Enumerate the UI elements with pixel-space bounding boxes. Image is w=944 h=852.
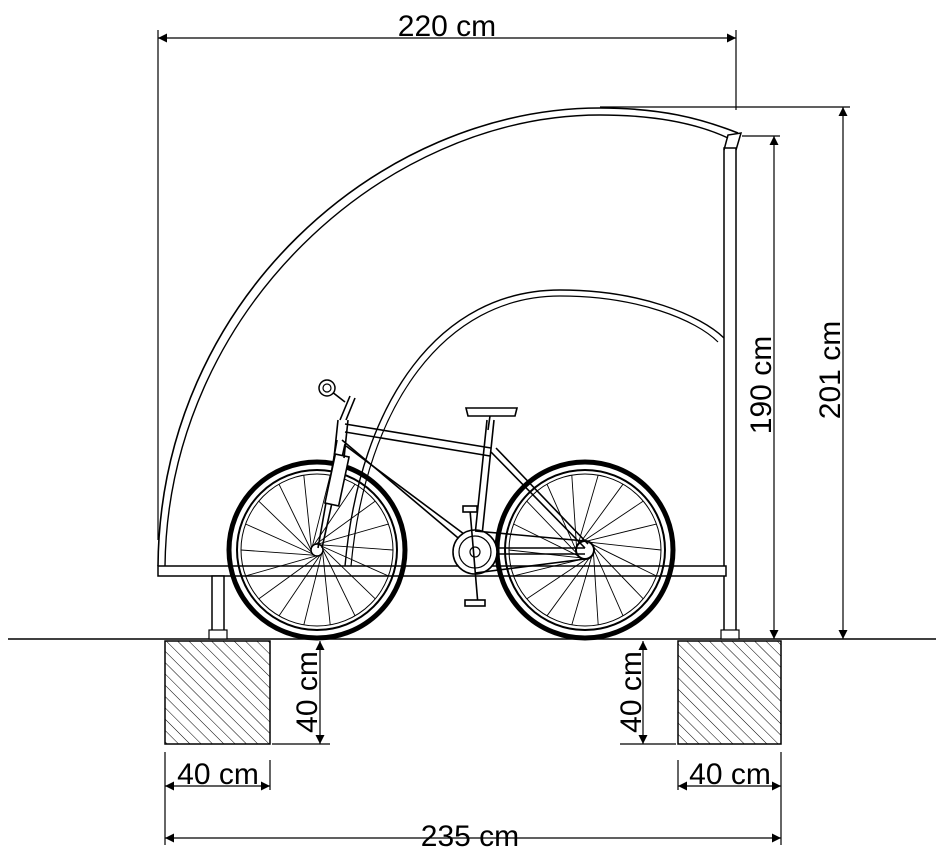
wheel-spoke [580, 483, 624, 543]
wheel-spoke [322, 547, 376, 600]
wheel-spoke [303, 475, 312, 548]
wheel-spoke [571, 555, 593, 625]
wheel-spoke [577, 475, 599, 545]
wheel-spoke [591, 543, 657, 577]
bike-frame [317, 379, 589, 607]
left-leg [211, 575, 225, 633]
wheel-spoke [245, 523, 313, 555]
wheel-spoke [526, 558, 587, 600]
wheel-spoke [240, 549, 315, 556]
wheel-spoke [513, 523, 579, 557]
wheel-spoke [258, 555, 319, 600]
wheel-spoke [258, 500, 312, 553]
label-footing-right-depth: 40 cm [615, 651, 648, 733]
bicycle [226, 379, 676, 641]
wheel-spoke [593, 546, 644, 600]
label-footing-left-width: 40 cm [177, 758, 259, 791]
dimension-lines [157, 30, 850, 845]
footing-left [164, 640, 271, 745]
label-top-width: 220 cm [398, 10, 496, 43]
wheel-spoke [593, 553, 599, 625]
wheel-spoke [278, 483, 312, 551]
label-height-inner: 190 cm [745, 336, 778, 434]
inner-roof-arc [344, 289, 725, 567]
wheel-spoke [586, 523, 657, 542]
outer-roof-arc [157, 107, 739, 567]
rear-wheel [494, 459, 676, 641]
shelter-frame [157, 107, 743, 640]
wheel-spoke [589, 541, 662, 551]
wheel-spoke [321, 545, 389, 577]
wheel-spoke [322, 552, 331, 625]
wheel-spoke [245, 555, 317, 577]
wheel-spoke [311, 475, 331, 547]
wheel-spoke [583, 500, 644, 542]
label-height-outer: 201 cm [814, 321, 847, 419]
wheel-spoke [546, 557, 590, 617]
label-footing-left-depth: 40 cm [291, 651, 324, 733]
wheel-spoke [315, 500, 376, 545]
wheel-spoke [278, 554, 321, 617]
wheel-spoke [319, 544, 394, 551]
front-wheel [226, 459, 408, 641]
label-bottom-width: 235 cm [421, 820, 519, 852]
right-post [723, 147, 737, 637]
wheel-spoke [526, 500, 577, 554]
wheel-spoke [317, 523, 389, 545]
wheel-spoke [593, 549, 624, 616]
base-rail [157, 565, 727, 577]
wheel-spoke [303, 553, 323, 625]
wheel-spoke [571, 475, 577, 547]
label-footing-right-width: 40 cm [689, 758, 771, 791]
footing-right [677, 640, 782, 745]
wheel-spoke [322, 549, 356, 617]
wheel-spoke [513, 558, 584, 577]
